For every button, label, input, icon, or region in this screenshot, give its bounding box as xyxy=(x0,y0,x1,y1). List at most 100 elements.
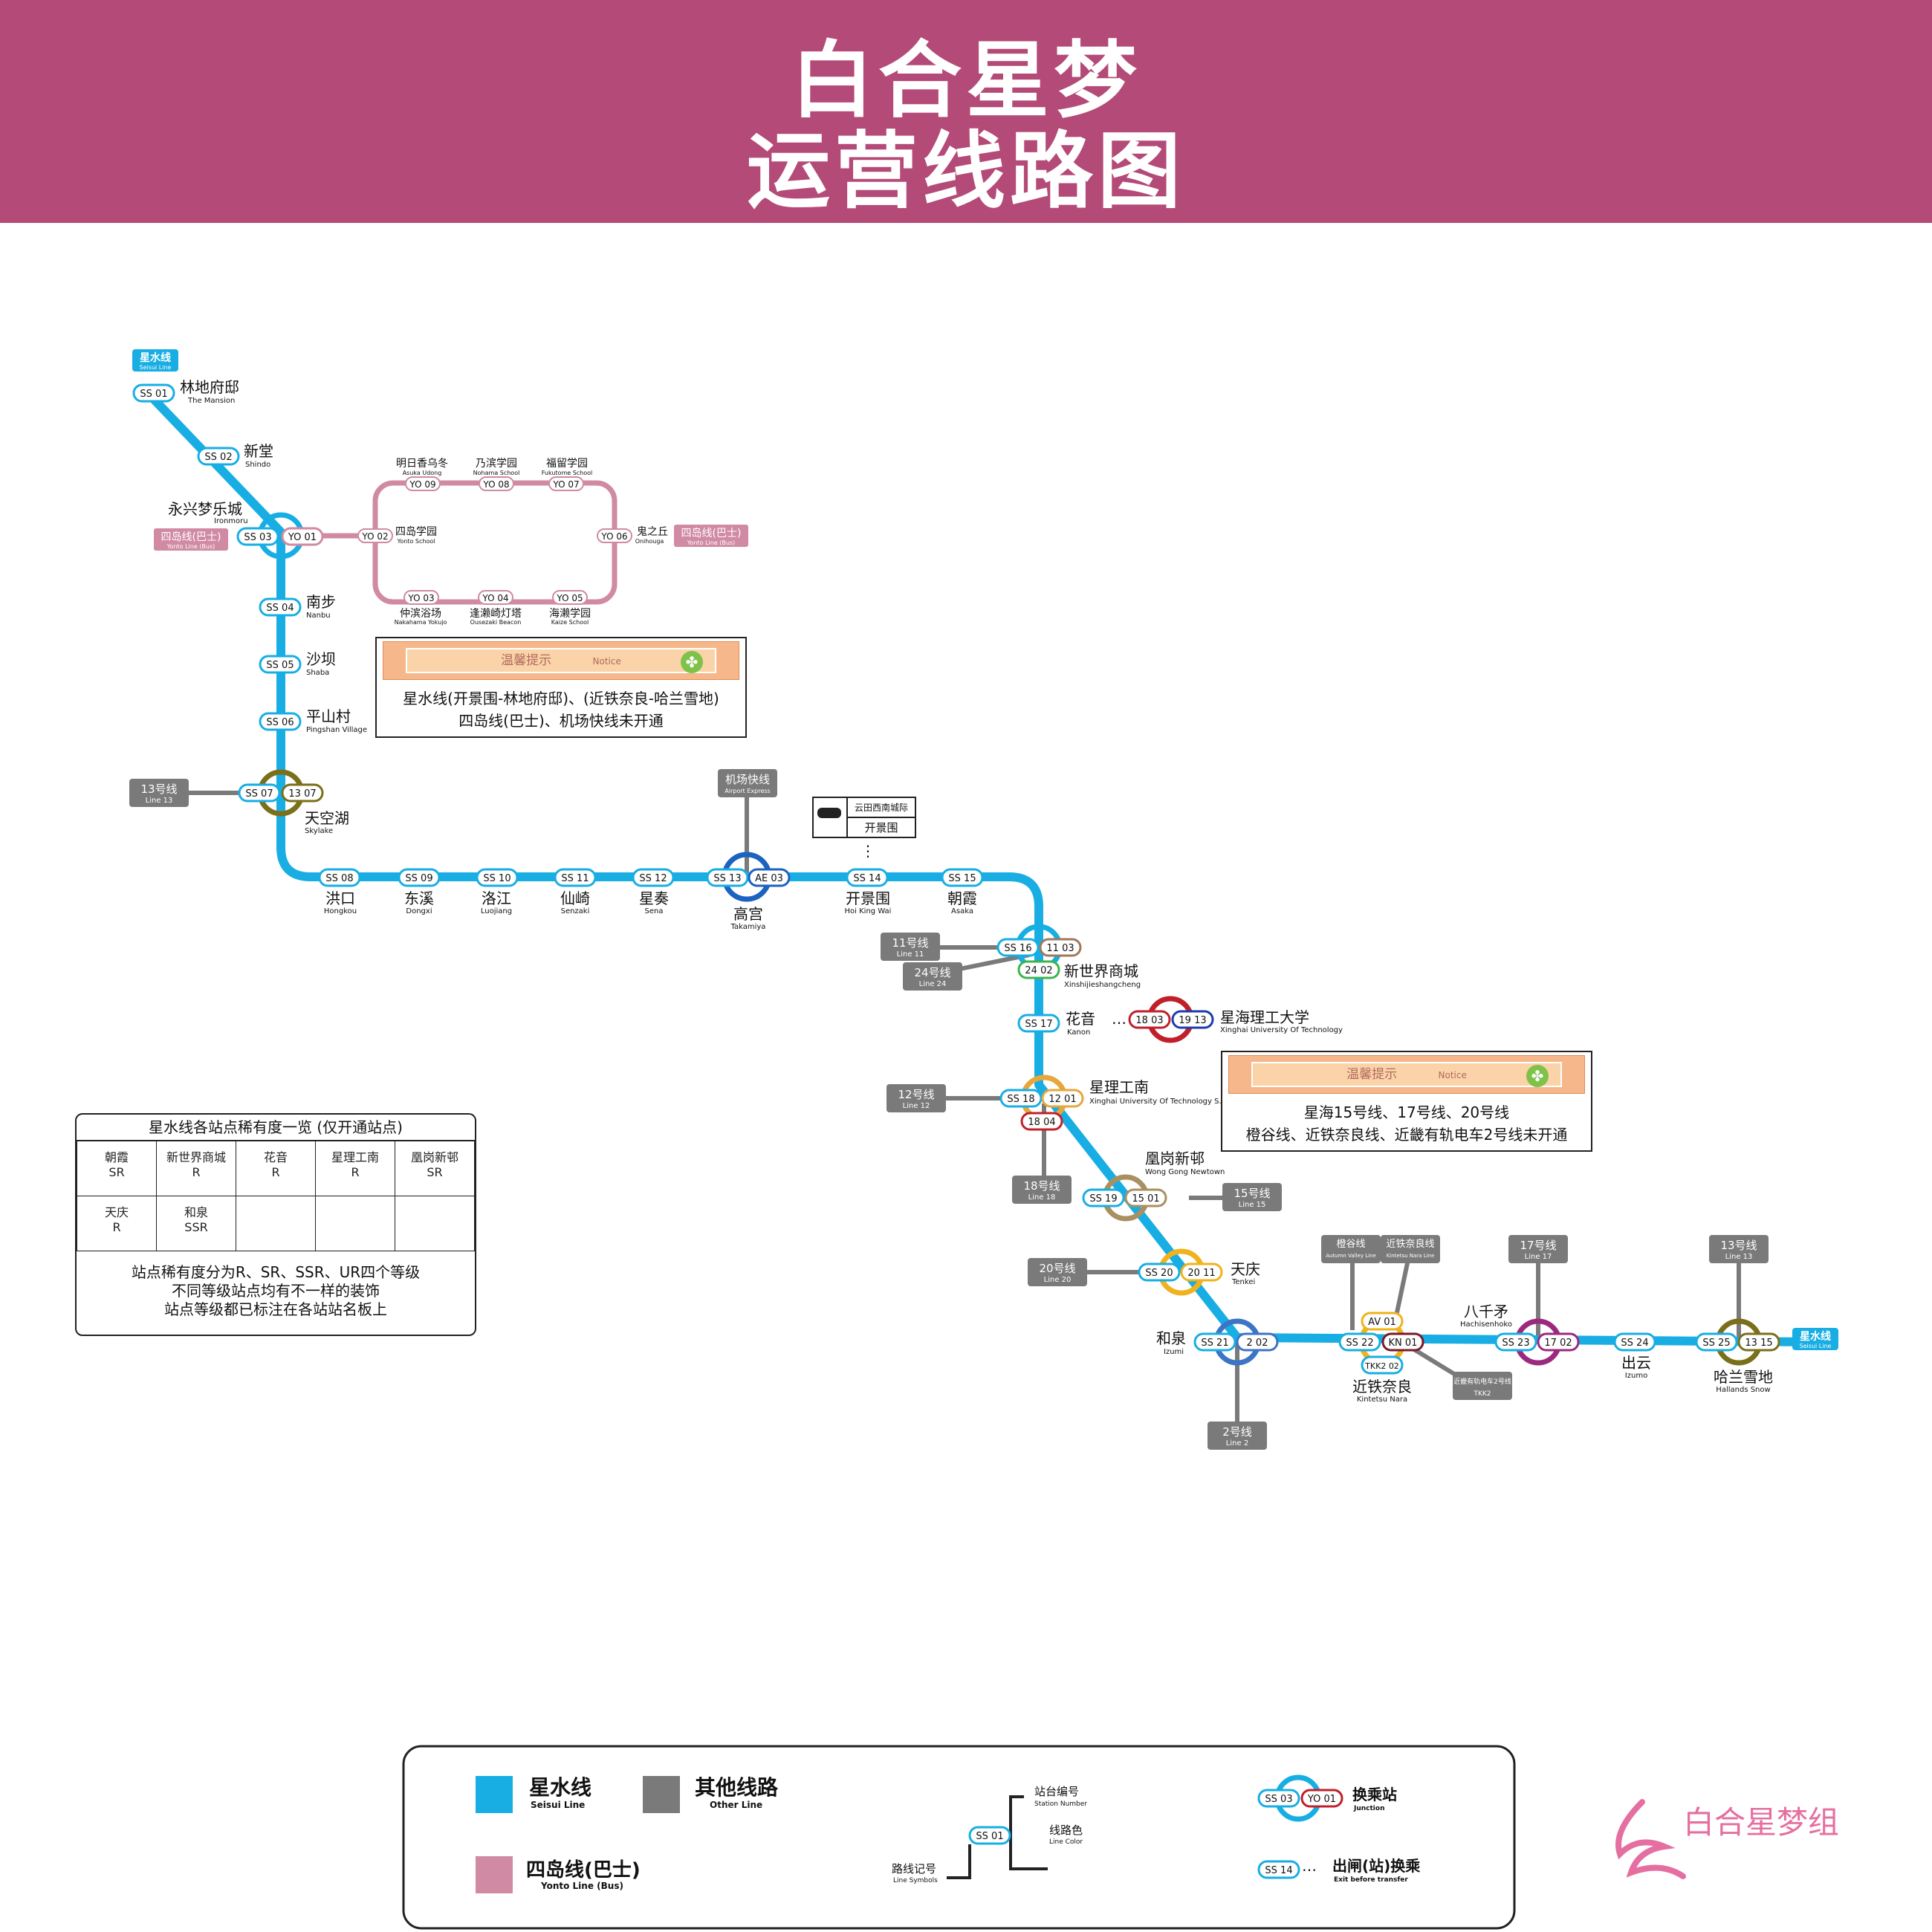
l2-cn: 2号线 xyxy=(1222,1425,1252,1439)
yo06-code: YO 06 xyxy=(600,531,627,542)
ss17-name: 花音 xyxy=(1066,1010,1095,1028)
ss22-en: Kintetsu Nara xyxy=(1357,1395,1407,1404)
legend-yonto-swatch xyxy=(476,1856,513,1893)
tkk202-code: TKK2 02 xyxy=(1364,1361,1399,1371)
notice1-line1: 星水线(开景围-林地府邸)、(近铁奈良-哈兰雪地) xyxy=(403,690,719,707)
ss18-code: SS 18 xyxy=(1007,1094,1034,1105)
notice1-title: 温馨提示 Notice xyxy=(406,648,716,673)
ss12-code: SS 12 xyxy=(639,873,667,884)
transfer-codes: YO 01 13 07 AE 03 11 03 24 02 12 01 18 0… xyxy=(281,527,1780,1375)
legend-line-symbol-en: Line Symbols xyxy=(893,1877,938,1884)
l1315-code: 13 15 xyxy=(1745,1338,1772,1349)
legend-seisui-en: Seisui Line xyxy=(531,1800,585,1810)
ss16-en: Xinshijieshangcheng xyxy=(1064,981,1141,989)
l12-en: Line 12 xyxy=(903,1102,930,1110)
legend-exit: SS 14 … 出闸(站)换乘 Exit before transfer xyxy=(1257,1857,1421,1884)
seisui-badge-end-en: Seisui Line xyxy=(1800,1343,1832,1349)
yonto-stations: YO 02 YO 09 YO 08 YO 07 YO 06 YO 03 YO 0… xyxy=(357,458,668,626)
ss03-code: SS 03 xyxy=(244,532,271,543)
airport-en: Airport Express xyxy=(724,788,770,794)
l11-cn: 11号线 xyxy=(892,936,928,950)
rarity-grade: R xyxy=(351,1165,360,1179)
legend-yonto-en: Yonto Line (Bus) xyxy=(540,1881,623,1891)
other-line-tags xyxy=(129,769,1769,1450)
title-line2: 运营线路图 xyxy=(747,123,1185,220)
l12-cn: 12号线 xyxy=(898,1088,934,1101)
rarity-grade: R xyxy=(192,1165,201,1179)
ss05-en: Shaba xyxy=(306,669,329,677)
l202-code: 2 02 xyxy=(1247,1338,1268,1349)
notice2-title-cn: 温馨提示 xyxy=(1346,1067,1398,1082)
ss14-en: Hoi King Wai xyxy=(845,907,892,915)
l18-cn: 18号线 xyxy=(1023,1179,1060,1193)
yo02-code: YO 02 xyxy=(361,531,388,542)
l1804-code: 18 04 xyxy=(1028,1117,1055,1128)
legend-exit-ellipsis: … xyxy=(1302,1857,1317,1875)
yo08-name: 乃滨学园 xyxy=(476,458,517,470)
rarity-note-3: 站点等级都已标注在各站站名板上 xyxy=(164,1300,387,1318)
ss03-name: 永兴梦乐城 xyxy=(168,500,242,518)
legend-exit-code: SS 14 xyxy=(1265,1865,1292,1876)
ss02-en: Shindo xyxy=(245,461,270,469)
ss11-code: SS 11 xyxy=(561,873,589,884)
ss06-en: Pingshan Village xyxy=(306,726,367,734)
legend-sample-code: SS 01 xyxy=(976,1831,1003,1842)
notice2-line1: 星海15号线、17号线、20号线 xyxy=(1303,1103,1510,1121)
seisui-badge-top-cn: 星水线 xyxy=(140,351,171,364)
legend-frame xyxy=(402,1745,1516,1930)
yo07-en: Fukutome School xyxy=(542,470,593,476)
yo02-name: 四岛学园 xyxy=(395,526,437,538)
yo09-en: Asuka Udong xyxy=(403,470,442,476)
xinghai-univ-name: 星海理工大学 xyxy=(1220,1008,1309,1026)
ss01-en: The Mansion xyxy=(187,397,235,405)
l1307-code: 13 07 xyxy=(288,788,316,800)
ss09-name: 东溪 xyxy=(404,889,434,907)
ss04-name: 南步 xyxy=(306,593,336,611)
rarity-note-2: 不同等级站点均有不一样的装饰 xyxy=(172,1282,380,1300)
yo04-en: Ousezaki Beacon xyxy=(470,619,522,626)
seisui-line-path xyxy=(145,390,1821,1346)
yo05-en: Kaize School xyxy=(551,619,589,626)
rarity-cell-empty xyxy=(236,1196,316,1251)
l13a-cn: 13号线 xyxy=(140,782,177,796)
ss07-en: Skylake xyxy=(305,827,333,835)
legend-exit-en: Exit before transfer xyxy=(1334,1876,1408,1884)
ss13-name: 高宫 xyxy=(733,905,763,923)
l20-cn: 20号线 xyxy=(1039,1262,1075,1275)
ss10-name: 洛江 xyxy=(482,889,511,907)
header-banner: 白合星梦 运营线路图 xyxy=(0,0,1932,223)
l11-en: Line 11 xyxy=(897,950,924,959)
ss08-en: Hongkou xyxy=(324,907,357,915)
seisui-badge-top xyxy=(132,349,178,372)
legend-line-color-en: Line Color xyxy=(1049,1838,1083,1846)
xinghai-univ-en: Xinghai University Of Technology xyxy=(1220,1026,1343,1034)
l24-en: Line 24 xyxy=(919,980,947,988)
l2402-code: 24 02 xyxy=(1025,965,1052,976)
yonto-tags: 四岛线(巴士) Yonto Line (Bus) 四岛线(巴士) Yonto L… xyxy=(154,525,748,551)
rarity-grade: R xyxy=(112,1220,121,1234)
l24-cn: 24号线 xyxy=(914,966,950,979)
legend-line-symbol-cn: 路线记号 xyxy=(892,1862,936,1876)
rarity-grade: SR xyxy=(427,1165,443,1179)
ss13-code: SS 13 xyxy=(713,873,741,884)
yo06-en: Onihouga xyxy=(635,538,664,545)
ss15-en: Asaka xyxy=(951,907,973,915)
rail-transfer-box: 云田西南城际 开景围 ⋮ xyxy=(812,797,916,860)
rarity-station: 凰岗新邨 xyxy=(410,1150,458,1164)
l15-cn: 15号线 xyxy=(1234,1187,1270,1200)
ss15-code: SS 15 xyxy=(948,873,976,884)
legend-station-diagram: SS 01 站台编号 Station Number 线路色 Line Color… xyxy=(892,1785,1087,1884)
yo08-en: Nohama School xyxy=(473,470,520,476)
rarity-grade: R xyxy=(271,1165,280,1179)
ktnara-cn: 近铁奈良线 xyxy=(1386,1238,1434,1250)
rail-transfer-bottom: 开景围 xyxy=(864,821,898,834)
ss25-name: 哈兰雪地 xyxy=(1714,1368,1773,1386)
ss13-en: Takamiya xyxy=(730,923,766,931)
